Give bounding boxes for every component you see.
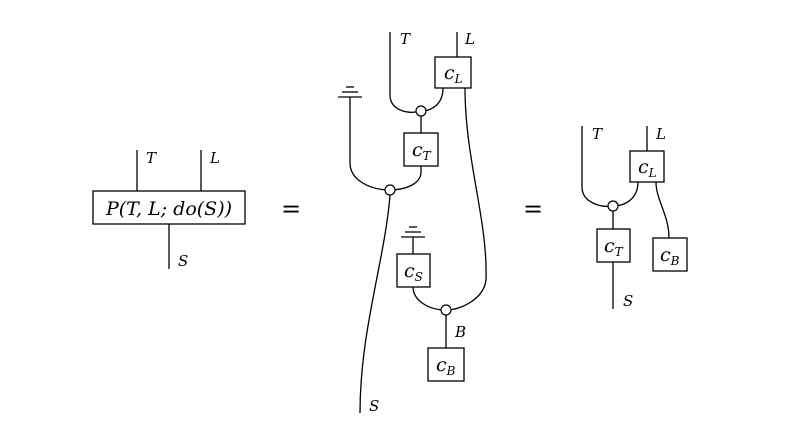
equals-sign-1: = bbox=[281, 195, 301, 223]
right-diagram: cL cT cB T L S bbox=[581, 125, 688, 310]
right-wire-cL-to-cB bbox=[655, 181, 670, 239]
middle-box-cB bbox=[427, 347, 465, 382]
left-diagram: P(T, L; do(S)) T L S bbox=[92, 149, 246, 270]
middle-label-L: L bbox=[464, 30, 475, 48]
equals-sign-2: = bbox=[523, 195, 543, 223]
middle-box-cS-label: cS bbox=[404, 260, 423, 284]
left-box-P bbox=[92, 190, 246, 225]
middle-copy-node-S bbox=[384, 184, 396, 196]
middle-wire-S-output bbox=[359, 194, 391, 414]
right-label-T: T bbox=[592, 125, 603, 143]
middle-label-B: B bbox=[454, 323, 466, 341]
left-label-T: T bbox=[146, 149, 157, 167]
middle-label-S: S bbox=[369, 397, 379, 415]
middle-copy-node-B bbox=[440, 304, 452, 316]
middle-wire-L-long bbox=[445, 87, 487, 311]
right-copy-node-T bbox=[607, 200, 619, 212]
middle-box-cS bbox=[396, 253, 431, 288]
middle-discard-top bbox=[338, 86, 362, 98]
left-box-label: P(T, L; do(S)) bbox=[105, 198, 232, 220]
right-box-cB-label: cB bbox=[660, 244, 680, 268]
middle-discard-cS bbox=[401, 226, 425, 238]
middle-diagram: cL cT cS cB T L B S bbox=[338, 30, 487, 415]
middle-box-cB-label: cB bbox=[436, 354, 456, 378]
left-label-L: L bbox=[209, 149, 220, 167]
right-box-cL bbox=[629, 150, 665, 183]
right-label-S: S bbox=[623, 292, 633, 310]
middle-wire-cS-to-copyB bbox=[412, 286, 447, 311]
middle-box-cL bbox=[434, 56, 472, 89]
middle-box-cT-label: cT bbox=[412, 139, 432, 163]
middle-box-cL-label: cL bbox=[444, 62, 463, 86]
right-label-L: L bbox=[655, 125, 666, 143]
left-label-S: S bbox=[178, 252, 188, 270]
middle-copy-node-T bbox=[415, 105, 427, 117]
middle-wire-discard-to-copyS bbox=[349, 97, 391, 191]
middle-label-T: T bbox=[400, 30, 411, 48]
right-box-cL-label: cL bbox=[638, 156, 657, 180]
right-box-cT bbox=[596, 228, 631, 263]
right-box-cT-label: cT bbox=[604, 235, 624, 259]
middle-wire-cT-to-copyS bbox=[389, 166, 422, 191]
right-box-cB bbox=[652, 237, 688, 272]
middle-box-cT bbox=[403, 132, 439, 167]
